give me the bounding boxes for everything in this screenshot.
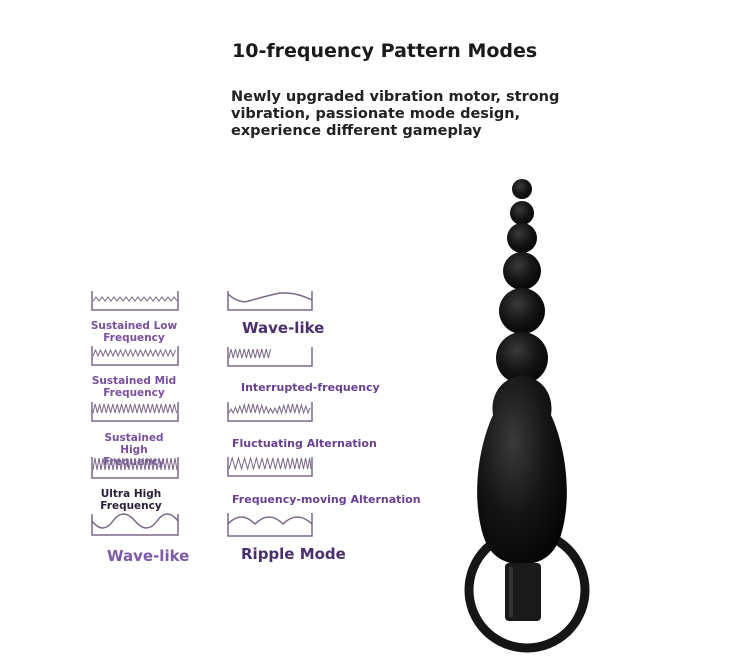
wave-like-icon [91,513,179,536]
mode-label-interrupted-frequency: Interrupted-frequency [241,381,380,394]
interrupted-frequency-icon [227,347,313,367]
ripple-mode-icon [227,513,313,537]
wave-like-icon [227,291,313,311]
mid-frequency-wave-icon [91,346,179,366]
anal-beads-vibrator-image [464,179,590,653]
mode-label-wave-like-right: Wave-like [242,319,325,337]
mode-label-fluctuating-alternation: Fluctuating Alternation [232,437,377,450]
page-subtitle: Newly upgraded vibration motor, strong v… [231,89,560,139]
mode-label-ripple-mode: Ripple Mode [241,545,346,563]
low-frequency-wave-icon [91,291,179,311]
ultra-high-frequency-wave-icon [91,457,179,479]
high-frequency-wave-icon [91,402,179,422]
page-title: 10-frequency Pattern Modes [232,40,538,62]
mode-label-wave-like-left: Wave-like [107,547,190,565]
fluctuating-alternation-icon [227,402,313,422]
mode-label-frequency-moving-alternation: Frequency-moving Alternation [232,493,421,506]
frequency-moving-alternation-icon [227,456,313,477]
